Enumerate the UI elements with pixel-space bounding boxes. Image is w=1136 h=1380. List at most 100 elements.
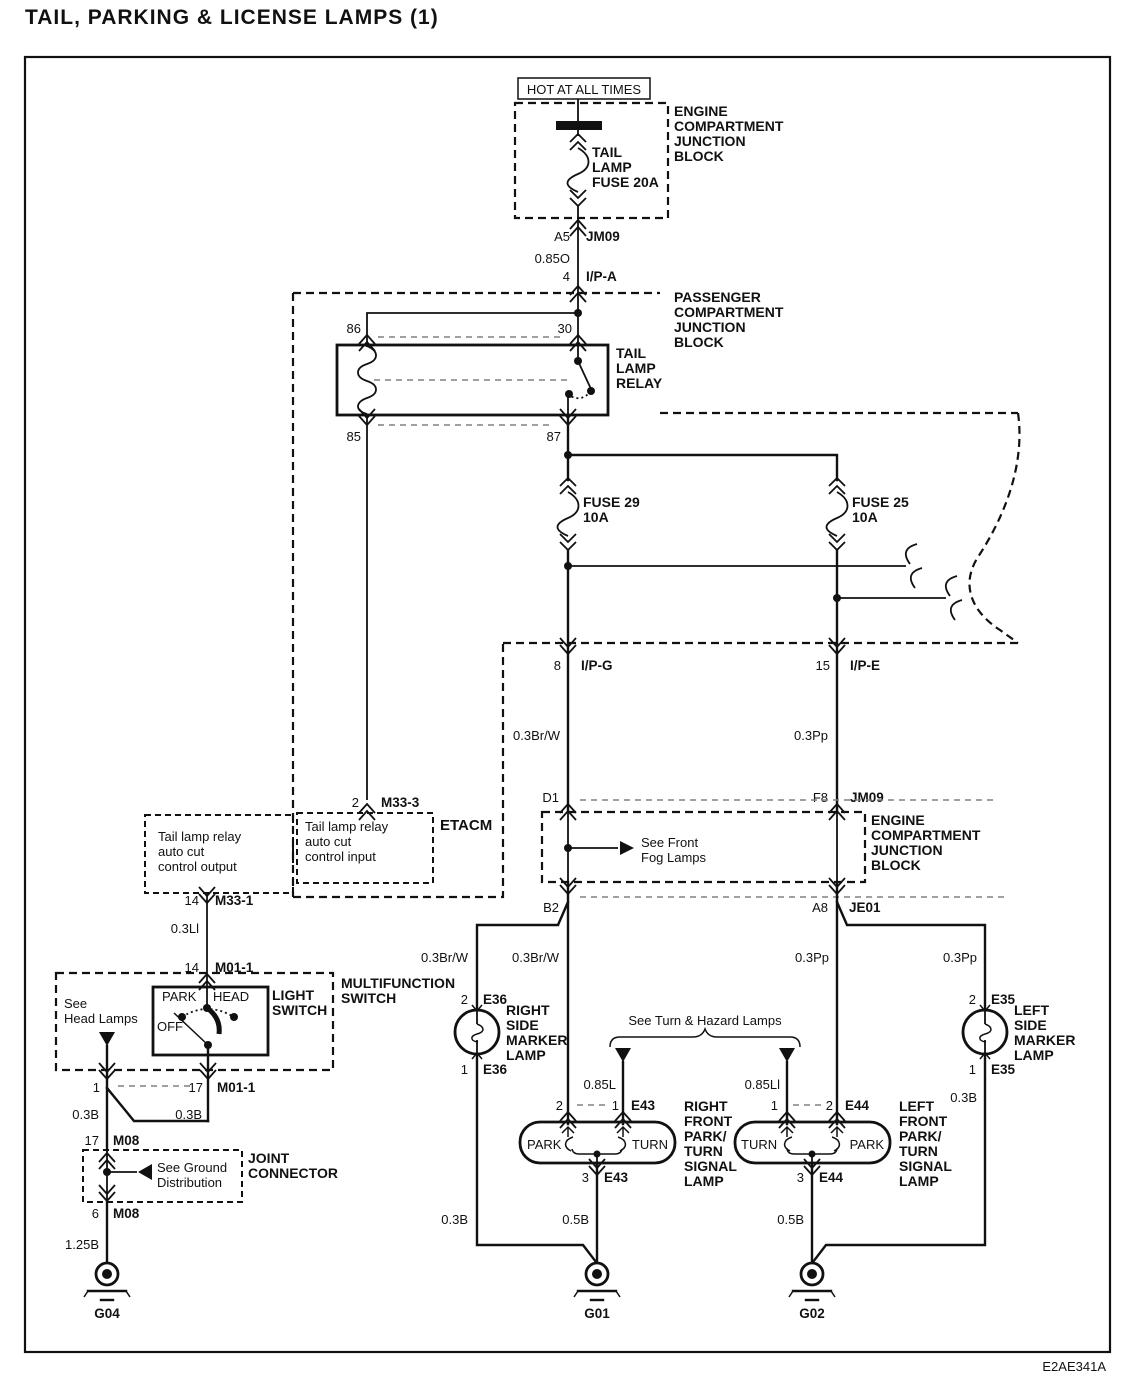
svg-text:SWITCH: SWITCH bbox=[272, 1002, 327, 1018]
pin-85: 85 bbox=[347, 429, 361, 444]
wire-break-icon bbox=[944, 575, 963, 621]
switch-off: OFF bbox=[157, 1019, 183, 1034]
pin-d1: D1 bbox=[542, 790, 559, 805]
ground-icon bbox=[572, 1261, 622, 1302]
connector-jm09-2: JM09 bbox=[850, 790, 884, 805]
svg-text:3: 3 bbox=[582, 1170, 589, 1185]
wire-03pp: 0.3Pp bbox=[794, 728, 828, 743]
svg-text:RIGHT: RIGHT bbox=[684, 1098, 728, 1114]
page-ref-arrow-icon bbox=[615, 1048, 631, 1062]
fuse-icon bbox=[566, 133, 590, 207]
engine-jb-lower-box bbox=[540, 810, 867, 884]
svg-text:2: 2 bbox=[826, 1098, 833, 1113]
svg-text:0.3B: 0.3B bbox=[441, 1212, 468, 1227]
ip-wires: 8 I/P-G 15 I/P-E 0.3Br/W 0.3Pp bbox=[513, 650, 880, 814]
svg-text:0.3Pp: 0.3Pp bbox=[795, 950, 829, 965]
fuse-icon bbox=[556, 477, 580, 551]
svg-text:LAMP: LAMP bbox=[684, 1173, 724, 1189]
svg-text:MULTIFUNCTION: MULTIFUNCTION bbox=[341, 975, 455, 991]
svg-text:1: 1 bbox=[461, 1062, 468, 1077]
svg-text:LAMP: LAMP bbox=[1014, 1047, 1054, 1063]
svg-text:Tail lamp relay: Tail lamp relay bbox=[305, 819, 389, 834]
light-switch-box bbox=[151, 985, 270, 1057]
pin-b2: B2 bbox=[543, 900, 559, 915]
diagram-code: E2AE341A bbox=[1042, 1359, 1106, 1374]
bulb-icon bbox=[453, 1003, 501, 1061]
pin-87: 87 bbox=[547, 429, 561, 444]
svg-text:0.5B: 0.5B bbox=[777, 1212, 804, 1227]
turn-hazard-label: See Turn & Hazard Lamps bbox=[628, 1013, 782, 1028]
svg-text:1: 1 bbox=[93, 1080, 100, 1095]
ground-dist-ref: See Ground bbox=[157, 1160, 227, 1175]
svg-text:0.3Br/W: 0.3Br/W bbox=[421, 950, 469, 965]
svg-text:0.3B: 0.3B bbox=[72, 1107, 99, 1122]
svg-text:1: 1 bbox=[612, 1098, 619, 1113]
svg-text:0.5B: 0.5B bbox=[562, 1212, 589, 1227]
svg-text:BLOCK: BLOCK bbox=[674, 334, 724, 350]
svg-text:0.85L: 0.85L bbox=[583, 1077, 616, 1092]
svg-text:MARKER: MARKER bbox=[506, 1032, 567, 1048]
svg-text:PARK/: PARK/ bbox=[684, 1128, 727, 1144]
svg-text:RELAY: RELAY bbox=[616, 375, 663, 391]
svg-text:SIDE: SIDE bbox=[506, 1017, 539, 1033]
pin-15: 15 bbox=[816, 658, 830, 673]
switch-head: HEAD bbox=[213, 989, 249, 1004]
svg-text:0.3B: 0.3B bbox=[950, 1090, 977, 1105]
svg-text:auto cut: auto cut bbox=[158, 844, 205, 859]
left-side-marker-lamp: 2 E35 1 E35 LEFT SIDE MARKER LAMP bbox=[961, 992, 1075, 1077]
svg-text:PARK: PARK bbox=[527, 1137, 562, 1152]
svg-text:1: 1 bbox=[969, 1062, 976, 1077]
svg-text:3: 3 bbox=[797, 1170, 804, 1185]
passenger-junction-block: PASSENGER COMPARTMENT JUNCTION BLOCK 86 … bbox=[291, 289, 1021, 899]
svg-text:BLOCK: BLOCK bbox=[871, 857, 921, 873]
svg-text:COMPARTMENT: COMPARTMENT bbox=[871, 827, 981, 843]
pin-a8: A8 bbox=[812, 900, 828, 915]
wire-03brw: 0.3Br/W bbox=[513, 728, 561, 743]
relay-switch-arm-icon bbox=[577, 360, 592, 390]
pin-30: 30 bbox=[558, 321, 572, 336]
svg-text:TURN: TURN bbox=[632, 1137, 668, 1152]
connector-je01: JE01 bbox=[849, 900, 881, 915]
svg-text:M08: M08 bbox=[113, 1133, 140, 1148]
fuse-icon bbox=[825, 477, 849, 551]
svg-text:E36: E36 bbox=[483, 992, 508, 1007]
svg-text:SIDE: SIDE bbox=[1014, 1017, 1047, 1033]
fog-ref-label: See Front bbox=[641, 835, 698, 850]
ground-icon bbox=[787, 1261, 837, 1302]
pin-a5: A5 bbox=[554, 229, 570, 244]
svg-text:COMPARTMENT: COMPARTMENT bbox=[674, 118, 784, 134]
connector-ipg: I/P-G bbox=[581, 658, 613, 673]
svg-text:JUNCTION: JUNCTION bbox=[674, 133, 746, 149]
pin-f8: F8 bbox=[813, 790, 828, 805]
connector-m33-1: M33-1 bbox=[215, 893, 254, 908]
etacm-section: 2 M33-3 Tail lamp relay auto cut control… bbox=[144, 415, 492, 1008]
svg-text:SWITCH: SWITCH bbox=[341, 990, 396, 1006]
svg-text:COMPARTMENT: COMPARTMENT bbox=[674, 304, 784, 320]
wire-085o: 0.85O bbox=[535, 251, 570, 266]
svg-text:JUNCTION: JUNCTION bbox=[871, 842, 943, 858]
svg-text:PARK: PARK bbox=[850, 1137, 885, 1152]
right-front-park-turn-lamp: 2 1 E43 PARK TURN 3 E43 RIGHT FRONT bbox=[518, 1098, 737, 1189]
svg-text:E44: E44 bbox=[819, 1170, 844, 1185]
connector-ipa: I/P-A bbox=[586, 269, 617, 284]
svg-text:FRONT: FRONT bbox=[684, 1113, 733, 1129]
mfs-box bbox=[54, 971, 335, 1072]
svg-text:Fog Lamps: Fog Lamps bbox=[641, 850, 707, 865]
pin-8: 8 bbox=[554, 658, 561, 673]
svg-text:PARK/: PARK/ bbox=[899, 1128, 942, 1144]
svg-text:M08: M08 bbox=[113, 1206, 140, 1221]
svg-text:JUNCTION: JUNCTION bbox=[674, 319, 746, 335]
svg-text:0.3Pp: 0.3Pp bbox=[943, 950, 977, 965]
wire-break-icon bbox=[904, 543, 923, 589]
svg-text:2: 2 bbox=[461, 992, 468, 1007]
switch-park: PARK bbox=[162, 989, 197, 1004]
ground-g01: G01 bbox=[584, 1306, 610, 1321]
svg-text:E43: E43 bbox=[631, 1098, 656, 1113]
wire-125b: 1.25B bbox=[65, 1237, 99, 1252]
ground-icon bbox=[82, 1261, 132, 1302]
svg-text:E44: E44 bbox=[845, 1098, 870, 1113]
engine-junction-block-lower: D1 F8 JM09 ENGINE COMPARTMENT JUNCTION B… bbox=[540, 790, 1008, 915]
switch-lever-icon bbox=[205, 1005, 222, 1035]
svg-text:E35: E35 bbox=[991, 1062, 1016, 1077]
svg-text:Head Lamps: Head Lamps bbox=[64, 1011, 138, 1026]
